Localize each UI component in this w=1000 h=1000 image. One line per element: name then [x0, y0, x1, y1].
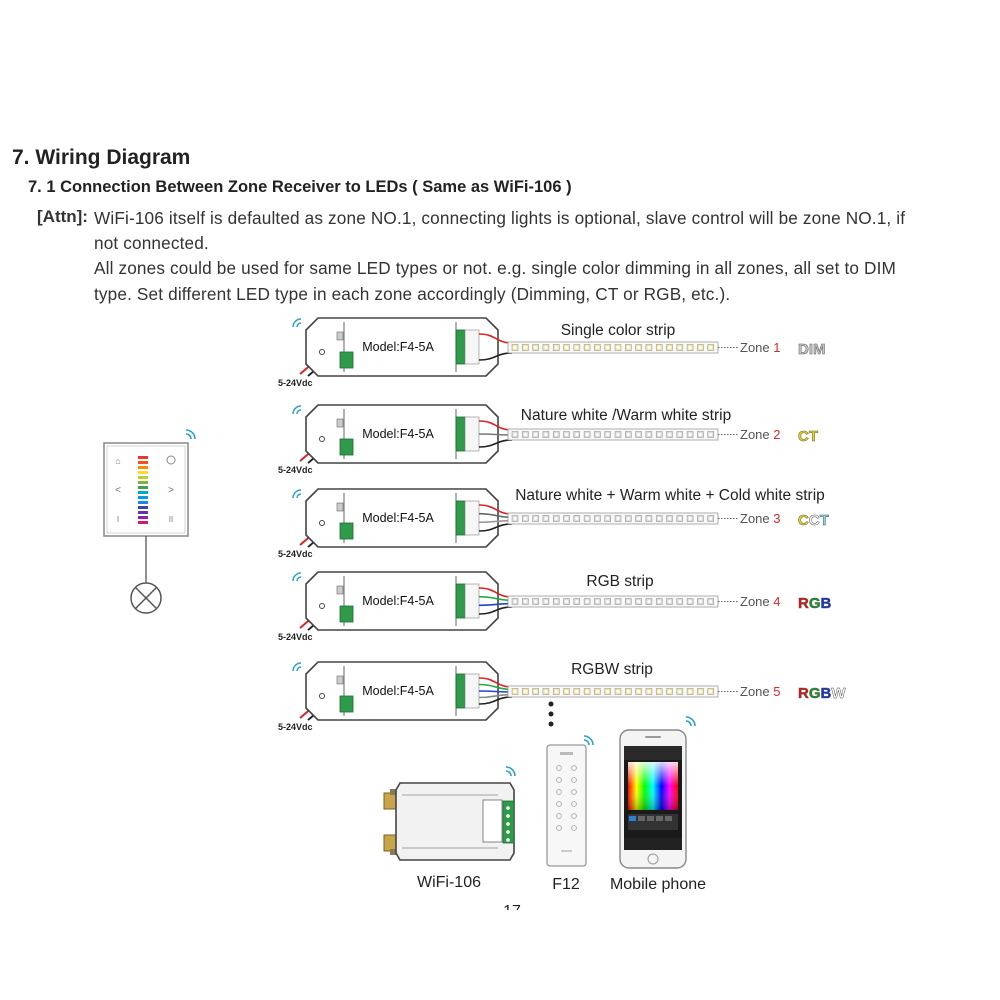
- voltage-label: 5-24Vdc: [278, 465, 313, 475]
- mobile-phone: [619, 716, 696, 869]
- note-line-1: WiFi-106 itself is defaulted as zone NO.…: [94, 208, 906, 228]
- strip-type-label: Nature white + Warm white + Cold white s…: [515, 487, 825, 504]
- output-terminal: [455, 500, 466, 536]
- receiver-case: [305, 317, 499, 377]
- led-strip: [507, 428, 719, 441]
- note-line-2: not connected.: [94, 233, 209, 253]
- led-strip: [507, 512, 719, 525]
- attention-label: [Attn]:: [37, 207, 88, 226]
- power-terminal: [339, 522, 354, 540]
- strip-type-label: RGBW strip: [571, 661, 653, 678]
- wifi-signal-icon: [292, 572, 302, 582]
- receiver-case: [305, 488, 499, 548]
- receiver-model-label: Model:F4-5A: [362, 427, 434, 441]
- power-terminal: [339, 351, 354, 369]
- strip-type-label: RGB strip: [586, 573, 653, 590]
- svg-text:I: I: [117, 515, 119, 524]
- output-terminal: [455, 583, 466, 619]
- voltage-label: 5-24Vdc: [278, 549, 313, 559]
- wifi-106-hub: [383, 766, 516, 861]
- led-strip: [507, 595, 719, 608]
- wifi-signal-icon: [185, 429, 196, 440]
- zone-label: Zone 1: [740, 340, 780, 355]
- wifi-signal-icon: [685, 716, 696, 727]
- zone-row-1: Model:F4-5A 5-24Vdc Zone 1 Single color str…: [278, 317, 826, 388]
- output-terminal: [455, 329, 466, 365]
- subsection-title: 7. 1 Connection Between Zone Receiver to…: [28, 178, 572, 196]
- svg-text:II: II: [169, 515, 173, 524]
- led-type-badge: DIM: [798, 341, 826, 358]
- led-strip: [507, 685, 719, 698]
- power-terminal: [339, 438, 354, 456]
- zone-label: Zone 4: [740, 594, 780, 609]
- wifi-signal-icon: [583, 735, 594, 746]
- zone-label: Zone 5: [740, 684, 780, 699]
- led-type-badge: CCT: [798, 512, 829, 529]
- receiver-model-label: Model:F4-5A: [362, 684, 434, 698]
- svg-text:⌂: ⌂: [115, 456, 120, 466]
- receiver-model-label: Model:F4-5A: [362, 511, 434, 525]
- note-line-4: type. Set different LED type in each zon…: [94, 284, 731, 304]
- hub-label: WiFi-106: [417, 874, 481, 891]
- zone-row-3: Model:F4-5A 5-24Vdc Zone 3 Nature white + W…: [278, 487, 829, 559]
- remote-label: F12: [552, 876, 580, 893]
- wifi-signal-icon: [292, 318, 302, 328]
- phone-label: Mobile phone: [610, 876, 706, 893]
- strip-type-label: Nature white /Warm white strip: [521, 407, 731, 424]
- receiver-model-label: Model:F4-5A: [362, 594, 434, 608]
- output-terminal: [455, 673, 466, 709]
- f12-remote: [546, 735, 594, 867]
- power-terminal: [339, 695, 354, 713]
- lamp-icon: [130, 582, 162, 614]
- receiver-case: [305, 661, 499, 721]
- voltage-label: 5-24Vdc: [278, 378, 313, 388]
- wifi-signal-icon: [505, 766, 516, 777]
- receiver-case: [305, 571, 499, 631]
- voltage-label: 5-24Vdc: [278, 632, 313, 642]
- svg-text:>: >: [168, 485, 174, 496]
- receiver-model-label: Model:F4-5A: [362, 340, 434, 354]
- section-title: 7. Wiring Diagram: [12, 146, 191, 169]
- zone-label: Zone 2: [740, 427, 780, 442]
- power-terminal: [339, 605, 354, 623]
- wall-panel-remote: ⌂ < > I II: [103, 429, 196, 583]
- wifi-signal-icon: [292, 489, 302, 499]
- wifi-signal-icon: [292, 405, 302, 415]
- strip-type-label: Single color strip: [561, 322, 676, 339]
- led-type-badge: CT: [798, 428, 818, 445]
- voltage-label: 5-24Vdc: [278, 722, 313, 732]
- svg-text:<: <: [115, 485, 121, 496]
- led-strip: [507, 341, 719, 354]
- output-terminal: [455, 416, 466, 452]
- receiver-case: [305, 404, 499, 464]
- zone-row-2: Model:F4-5A 5-24Vdc Zone 2 Nature white /Wa…: [278, 404, 818, 475]
- led-type-badge: RGBW: [798, 685, 846, 702]
- wifi-signal-icon: [292, 662, 302, 672]
- note-line-3: All zones could be used for same LED typ…: [94, 258, 896, 278]
- zone-label: Zone 3: [740, 511, 780, 526]
- more-zones-dots: [548, 701, 554, 727]
- led-type-badge: RGB: [798, 595, 832, 612]
- rainbow-slider-icon: [138, 456, 148, 524]
